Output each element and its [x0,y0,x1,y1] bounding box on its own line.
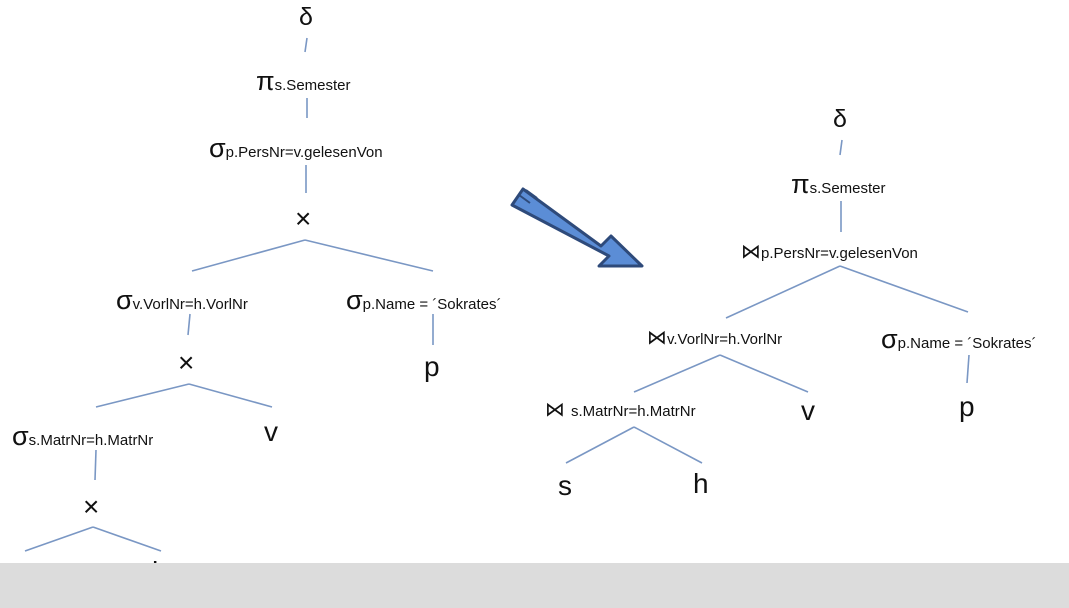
left-selection-top: σp.PersNr=v.gelesenVon [209,135,383,162]
edge-right-join-right [839,265,969,313]
footer-bar [0,563,1069,608]
left-selection-mid-subscript: v.VorlNr=h.VorlNr [132,296,248,313]
edge-left-cross3-s [24,526,94,552]
edge-right-join2-right [719,354,809,393]
left-selection-right-symbol: σ [346,285,363,315]
left-leaf-v: v [264,416,278,447]
right-leaf-v: v [801,395,815,426]
left-selection-low: σs.MatrNr=h.MatrNr [12,423,153,450]
edge-left-delta-pi [304,37,308,53]
edge-left-cross2-left [95,383,190,408]
left-projection-symbol: π [256,66,275,96]
right-join-low: ⋈ s.MatrNr=h.MatrNr [545,400,696,420]
edge-left-sigma-cross2 [187,313,191,336]
right-join-mid: ⋈v.VorlNr=h.VorlNr [647,328,782,348]
right-join-top-subscript: p.PersNr=v.gelesenVon [761,245,918,262]
right-join-top-symbol: ⋈ [741,241,761,263]
right-selection-right: σp.Name = ´Sokrates´ [881,326,1036,353]
edge-right-join3-h [633,426,703,464]
right-leaf-p: p [959,391,975,422]
right-selection-right-subscript: p.Name = ´Sokrates´ [897,335,1037,352]
edge-right-join3-s [565,426,635,464]
left-projection-subscript: s.Semester [274,77,351,94]
left-selection-top-subscript: p.PersNr=v.gelesenVon [225,144,383,161]
right-join-low-subscript: s.MatrNr=h.MatrNr [571,403,696,420]
right-projection-symbol: π [791,169,810,199]
left-projection: πs.Semester [256,68,351,95]
edge-left-cross3-h [92,526,162,552]
edge-right-join-left [725,265,841,319]
right-projection: πs.Semester [791,171,886,198]
left-root-delta: δ [299,3,313,31]
edge-left-sigma3-cross3 [94,449,97,481]
right-join-top: ⋈p.PersNr=v.gelesenVon [741,242,918,262]
arrow-right-down-icon [510,187,644,268]
right-join-mid-symbol: ⋈ [647,327,667,349]
right-projection-subscript: s.Semester [809,180,886,197]
left-cross-low: × [83,491,100,522]
left-leaf-p: p [424,351,440,382]
left-cross-top: × [295,203,312,234]
right-selection-right-symbol: σ [881,324,898,354]
edge-right-join2-left [633,354,721,393]
edge-right-delta-pi [839,139,843,156]
right-join-mid-subscript: v.VorlNr=h.VorlNr [667,331,783,348]
right-leaf-s: s [558,470,572,501]
left-selection-right: σp.Name = ´Sokrates´ [346,287,501,314]
right-root-delta: δ [833,105,847,133]
left-selection-right-subscript: p.Name = ´Sokrates´ [362,296,502,313]
edge-right-sigma-p [966,354,970,384]
left-cross-mid: × [178,347,195,378]
right-join-low-symbol: ⋈ [545,399,565,421]
left-selection-top-symbol: σ [209,133,226,163]
left-selection-low-subscript: s.MatrNr=h.MatrNr [28,432,154,449]
left-selection-low-symbol: σ [12,421,29,451]
left-selection-mid-symbol: σ [116,285,133,315]
edge-left-cross-leftchild [191,239,306,272]
edge-left-cross-rightchild [304,239,434,272]
left-selection-mid: σv.VorlNr=h.VorlNr [116,287,248,314]
edge-left-cross2-right [188,383,273,408]
right-leaf-h: h [693,468,709,499]
